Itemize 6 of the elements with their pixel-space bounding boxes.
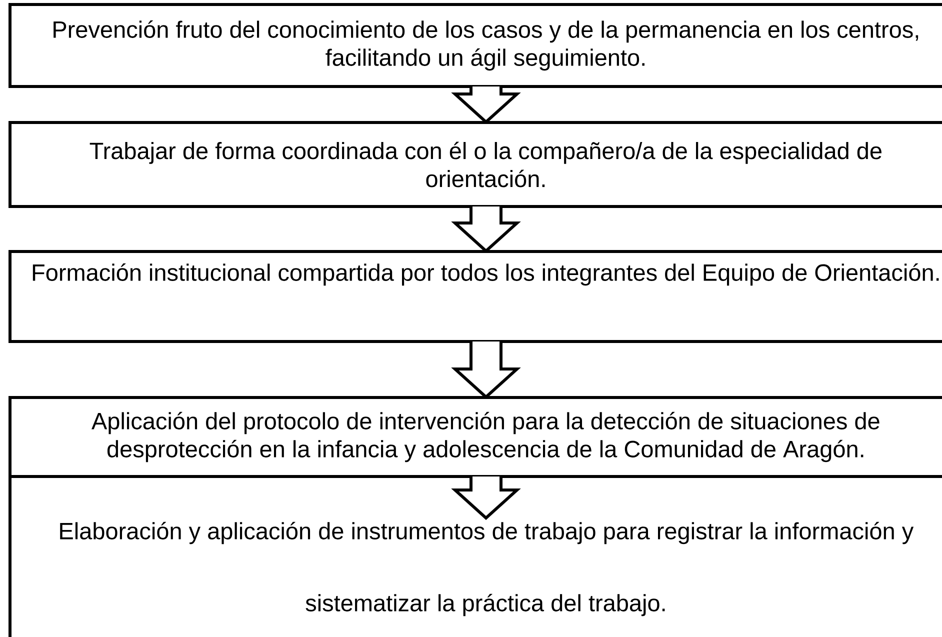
text-box: Elaboración y aplicación de instrumentos de trabajo para registrar la información y sistematizar la práctica del trabajo. — [8, 475, 942, 637]
block-arrow — [451, 475, 521, 520]
text-box: Trabajar de forma coordinada con él o la compañero/a de la especialidad de orientación. — [8, 121, 942, 208]
text-box: Prevención fruto del conocimiento de los casos y de la permanencia en los centros, facilitando un ágil seguimiento. — [8, 3, 942, 88]
text-box: Formación institucional compartida por todos los integrantes del Equipo de Orientación. — [8, 250, 942, 343]
text-box: Aplicación del protocolo de intervención para la detección de situaciones de desprotección en la infancia y adolescencia de la Comunidad de Aragón. — [8, 396, 942, 478]
